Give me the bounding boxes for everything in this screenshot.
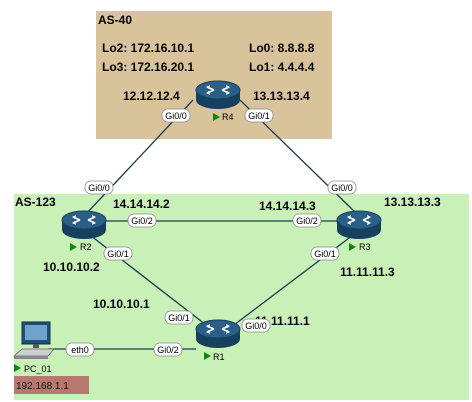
port-r2-gi0-0[interactable]: Gi0/0: [84, 180, 114, 195]
router-r3-name: R3: [359, 242, 371, 252]
router-r3[interactable]: R3: [336, 210, 382, 252]
router-r1[interactable]: R1: [195, 319, 241, 362]
status-running-icon: [204, 352, 211, 360]
port-label: Gi0/2: [296, 216, 318, 226]
port-r3-gi0-1[interactable]: Gi0/1: [310, 246, 340, 261]
as123-label: AS-123: [15, 195, 56, 209]
router-icon: [195, 319, 241, 349]
port-r1-gi0-1[interactable]: Gi0/1: [164, 310, 194, 325]
router-r2-name: R2: [80, 242, 92, 252]
port-r2-gi0-2[interactable]: Gi0/2: [127, 213, 157, 228]
port-r1-gi0-0[interactable]: Gi0/0: [241, 318, 271, 333]
port-r4-gi0-0[interactable]: Gi0/0: [161, 108, 191, 123]
router-icon: [336, 210, 382, 240]
port-r3-gi0-0[interactable]: Gi0/0: [327, 180, 357, 195]
status-running-icon: [14, 364, 21, 372]
r1-ip-left: 10.10.10.1: [93, 297, 150, 311]
r4-loopback-lo0: Lo0: 8.8.8.8: [249, 41, 315, 55]
status-running-icon: [70, 243, 77, 251]
router-r1-name: R1: [213, 352, 225, 362]
router-r2[interactable]: R2: [61, 210, 107, 252]
port-r4-gi0-1[interactable]: Gi0/1: [244, 108, 274, 123]
pc-name: PC_01: [24, 364, 52, 374]
port-label: Gi0/1: [248, 111, 270, 121]
router-r4-name: R4: [222, 112, 234, 122]
port-r1-gi0-2[interactable]: Gi0/2: [153, 342, 183, 357]
port-label: Gi0/0: [245, 321, 267, 331]
r2-ip-bottom: 10.10.10.2: [43, 260, 100, 274]
port-label: Gi0/0: [165, 111, 187, 121]
port-label: Gi0/0: [88, 183, 110, 193]
r4-loopback-lo2: Lo2: 172.16.10.1: [102, 41, 194, 55]
port-pc-eth0[interactable]: eth0: [65, 342, 95, 357]
r2-ip-right: 14.14.14.2: [113, 197, 170, 211]
port-label: eth0: [71, 345, 89, 355]
computer-icon: [12, 321, 55, 359]
r4-loopback-lo1: Lo1: 4.4.4.4: [249, 60, 315, 74]
port-label: Gi0/1: [168, 313, 190, 323]
r3-ip-right: 13.13.13.3: [384, 195, 441, 209]
port-label: Gi0/1: [314, 249, 336, 259]
r4-ip-left: 12.12.12.4: [123, 89, 180, 103]
port-r3-gi0-2[interactable]: Gi0/2: [292, 213, 322, 228]
pc-ip-badge: [14, 376, 89, 394]
status-running-icon: [349, 243, 356, 251]
pc-ip: 192.168.1.1: [16, 381, 69, 392]
port-label: Gi0/0: [331, 183, 353, 193]
host-pc-01[interactable]: PC_01: [12, 321, 55, 374]
router-r4[interactable]: R4: [195, 80, 241, 122]
status-running-icon: [213, 113, 220, 121]
router-icon: [61, 210, 107, 240]
r3-ip-left: 14.14.14.3: [259, 199, 316, 213]
r4-ip-right: 13.13.13.4: [253, 89, 310, 103]
r3-ip-bottom: 11.11.11.3: [340, 265, 395, 279]
port-r2-gi0-1[interactable]: Gi0/1: [103, 246, 133, 261]
router-icon: [195, 80, 241, 110]
port-label: Gi0/2: [157, 345, 179, 355]
port-label: Gi0/2: [131, 216, 153, 226]
as40-label: AS-40: [98, 13, 132, 27]
port-label: Gi0/1: [107, 249, 129, 259]
r4-loopback-lo3: Lo3: 172.16.20.1: [102, 60, 194, 74]
